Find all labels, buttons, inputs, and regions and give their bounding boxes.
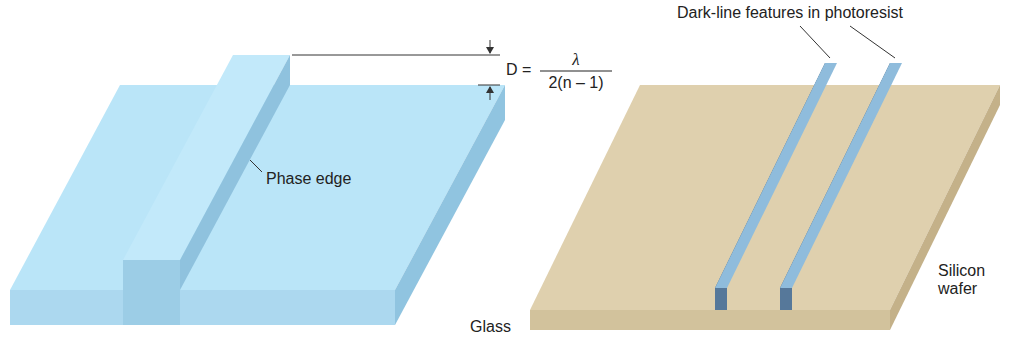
callout-label: Dark-line features in photoresist [677, 4, 903, 22]
resist-line [780, 63, 902, 310]
dimension-arrow [486, 86, 494, 93]
dimension-line [292, 55, 500, 56]
wafer-side [890, 85, 1000, 330]
ridge-front [123, 260, 180, 325]
glass-front [10, 290, 395, 325]
leader-line [850, 26, 895, 58]
fraction-bar [540, 70, 612, 71]
dimension-line [478, 85, 500, 86]
leader-line [800, 26, 830, 58]
part-label: Phase edge [266, 170, 351, 188]
fraction-numerator: λ [572, 50, 579, 70]
part-label: Glass [470, 318, 511, 336]
wafer-front [530, 310, 890, 330]
dimension-label: D = [506, 61, 531, 79]
leader-line [250, 160, 262, 172]
dimension-arrow [486, 47, 494, 54]
glass-side [395, 85, 505, 325]
resist-line [715, 63, 837, 310]
part-label: Silicon wafer [938, 262, 998, 299]
fraction-denominator: 2(n – 1) [548, 74, 603, 92]
